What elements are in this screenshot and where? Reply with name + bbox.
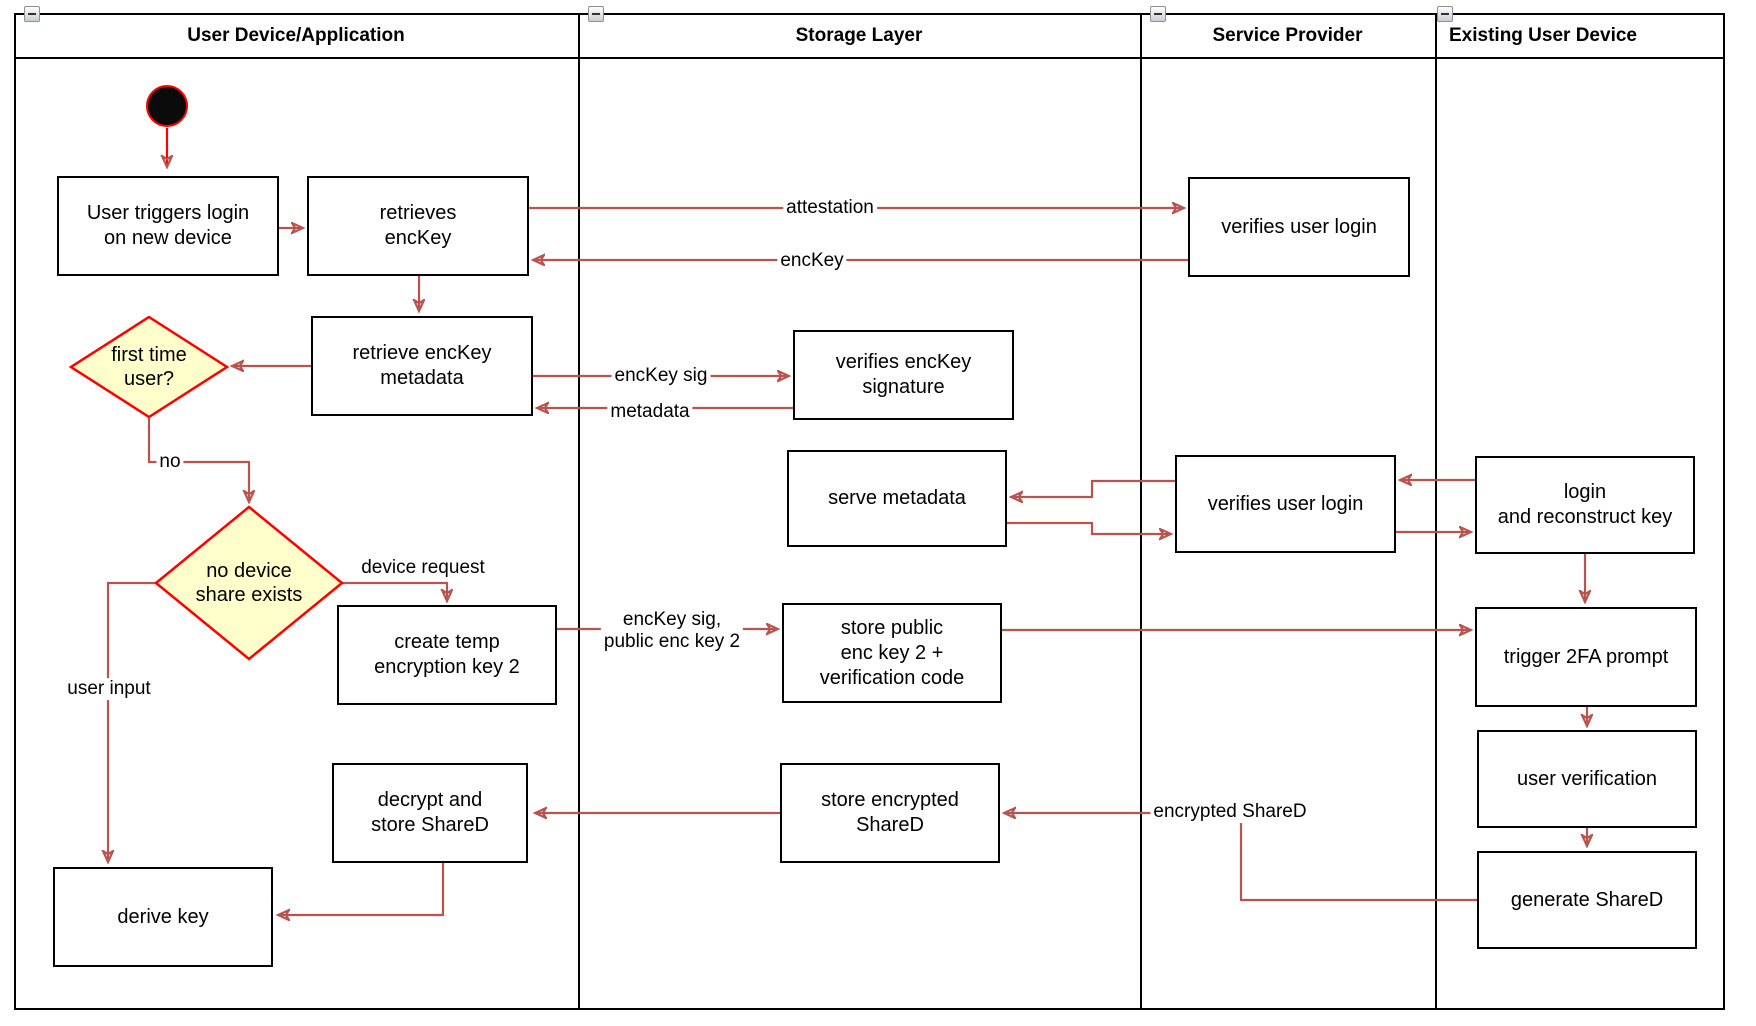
collapse-lane-button[interactable] — [1437, 6, 1453, 22]
lane-title: Service Provider — [1212, 25, 1363, 46]
edge-label-metadata: metadata — [607, 401, 693, 423]
node-verifies-user-login-1[interactable]: verifies user login — [1188, 177, 1410, 277]
node-serve-metadata[interactable]: serve metadata — [787, 450, 1007, 547]
lane-title: Existing User Device — [1449, 25, 1637, 46]
edge-label-enckey-sig: encKey sig — [611, 365, 711, 387]
header-divider — [14, 57, 1725, 59]
lane-divider-1 — [578, 13, 580, 1010]
node-store-encrypted-shared[interactable]: store encrypted ShareD — [780, 763, 1000, 863]
node-create-temp-key[interactable]: create temp encryption key 2 — [337, 605, 557, 705]
lane-header-service-provider: Service Provider — [1142, 15, 1433, 57]
lane-title: User Device/Application — [187, 25, 405, 46]
lane-header-storage-layer: Storage Layer — [580, 15, 1138, 57]
edge-label-device-request: device request — [358, 557, 488, 579]
edge-label-attestation: attestation — [783, 197, 877, 219]
node-trigger-2fa[interactable]: trigger 2FA prompt — [1475, 607, 1697, 707]
node-decrypt-store-shared[interactable]: decrypt and store ShareD — [332, 763, 528, 863]
edge-label-encrypted-shared: encrypted ShareD — [1150, 801, 1310, 823]
collapse-lane-button[interactable] — [24, 6, 40, 22]
collapse-lane-button[interactable] — [1150, 6, 1166, 22]
edge-label-user-input: user input — [64, 678, 154, 700]
minus-icon — [1154, 12, 1162, 16]
lane-header-user-device: User Device/Application — [16, 15, 576, 57]
node-store-public-key[interactable]: store public enc key 2 + verification co… — [782, 603, 1002, 703]
node-verifies-enckey-signature[interactable]: verifies encKey signature — [793, 330, 1014, 420]
diamond-shape — [154, 505, 344, 661]
lane-title: Storage Layer — [795, 25, 923, 46]
edge-label-enckey: encKey — [777, 250, 847, 272]
node-retrieve-enckey-metadata[interactable]: retrieve encKey metadata — [311, 316, 533, 416]
decision-label: first time user? — [111, 344, 187, 390]
node-verifies-user-login-2[interactable]: verifies user login — [1175, 455, 1396, 553]
minus-icon — [592, 12, 600, 16]
node-retrieves-enckey[interactable]: retrieves encKey — [307, 176, 529, 276]
lane-divider-3 — [1435, 13, 1437, 1010]
lane-divider-2 — [1140, 13, 1142, 1010]
node-derive-key[interactable]: derive key — [53, 867, 273, 967]
edge-label-no: no — [156, 451, 184, 473]
initial-node[interactable] — [146, 85, 188, 127]
lane-header-existing-user-device: Existing User Device — [1449, 15, 1725, 57]
node-generate-shared[interactable]: generate ShareD — [1477, 851, 1697, 949]
node-user-triggers-login[interactable]: User triggers login on new device — [57, 176, 279, 276]
minus-icon — [28, 12, 36, 16]
decision-no-device-share[interactable]: no device share exists — [154, 505, 344, 661]
node-user-verification[interactable]: user verification — [1477, 730, 1697, 828]
decision-first-time-user[interactable]: first time user? — [69, 315, 229, 419]
collapse-lane-button[interactable] — [588, 6, 604, 22]
minus-icon — [1441, 12, 1449, 16]
decision-label: no device share exists — [195, 560, 303, 606]
diamond-shape — [69, 315, 229, 419]
edge-label-enckey-sig-public: encKey sig, public enc key 2 — [600, 609, 744, 653]
node-login-reconstruct[interactable]: login and reconstruct key — [1475, 456, 1695, 554]
